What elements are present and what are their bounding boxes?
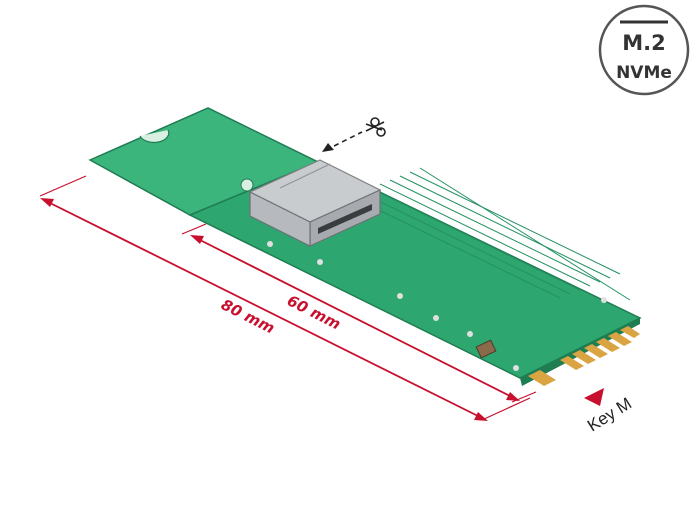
component-dot bbox=[467, 331, 473, 337]
dim-60-arrow-right bbox=[506, 392, 520, 401]
badge-line2: NVMe bbox=[616, 63, 672, 83]
cut-arrowhead bbox=[322, 143, 334, 152]
badge-ring bbox=[598, 4, 690, 96]
component-dot bbox=[267, 241, 273, 247]
cut-line bbox=[325, 131, 363, 151]
component-dot bbox=[601, 297, 607, 303]
dim-60-arrow-left bbox=[190, 235, 204, 244]
dim-60-extension-left bbox=[181, 223, 207, 235]
key-m-pointer bbox=[584, 388, 604, 406]
key-m-marker: Key M bbox=[584, 388, 635, 435]
component-dot bbox=[397, 293, 403, 299]
m2-nvme-badge: M.2 NVMe bbox=[598, 4, 690, 96]
dim-80-arrow-left bbox=[40, 198, 54, 207]
component-dot bbox=[513, 365, 519, 371]
dim-80-extension-right bbox=[481, 397, 531, 421]
connector-seam bbox=[279, 163, 331, 189]
connector-port bbox=[318, 204, 372, 234]
connector-side bbox=[249, 191, 311, 247]
usb-c-connector bbox=[248, 159, 382, 247]
mounting-hole bbox=[240, 178, 254, 192]
dim-60-line bbox=[195, 237, 515, 399]
dim-80-arrow-right bbox=[474, 412, 488, 421]
pcb-traces bbox=[349, 167, 631, 301]
component-dot bbox=[317, 259, 323, 265]
dim-80-extension-left bbox=[39, 175, 87, 197]
dim-80-line bbox=[45, 200, 483, 419]
capacitor bbox=[475, 339, 497, 359]
screw-notch bbox=[139, 129, 170, 144]
cut-indicator bbox=[322, 117, 386, 152]
component-dot bbox=[433, 315, 439, 321]
gold-contacts bbox=[528, 326, 640, 386]
scissors-icon bbox=[365, 117, 386, 137]
pcb-board bbox=[88, 107, 642, 386]
badge-line1: M.2 bbox=[622, 31, 666, 55]
